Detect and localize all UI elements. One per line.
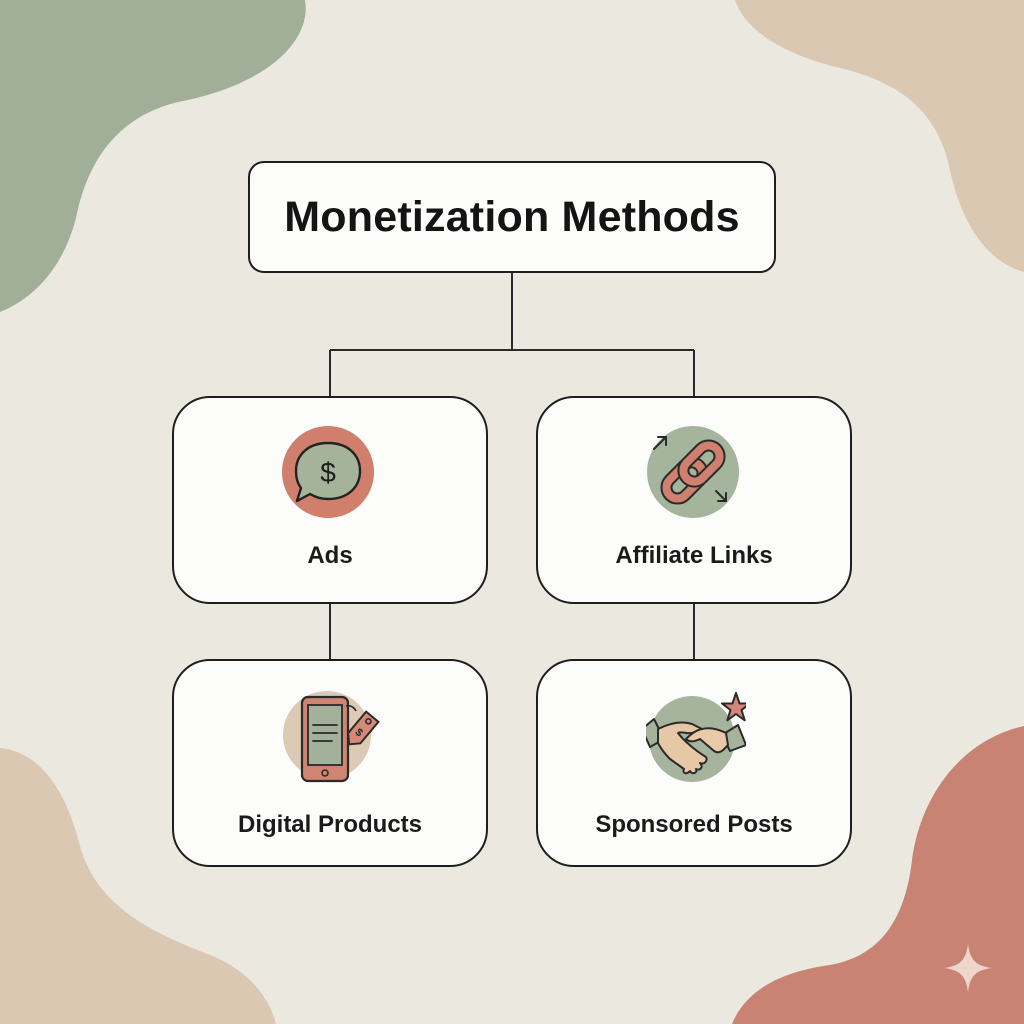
- sand-blob-top-right: [735, 0, 1024, 272]
- handshake-star-icon: [646, 692, 746, 782]
- terracotta-blob-bottom-right: [732, 726, 1024, 1024]
- method-label-sponsored-posts: Sponsored Posts: [595, 811, 793, 838]
- method-card-affiliate-links: Affiliate Links: [536, 396, 852, 604]
- sparkle-icon: [944, 944, 992, 992]
- sage-blob-top-left: [0, 0, 306, 312]
- svg-text:$: $: [320, 457, 336, 488]
- method-card-sponsored-posts: Sponsored Posts: [536, 659, 852, 867]
- method-label-affiliate-links: Affiliate Links: [615, 542, 773, 569]
- chain-link-icon: [647, 426, 739, 518]
- tablet-price-tag-icon: $: [283, 691, 380, 783]
- dollar-speech-bubble-icon: $: [282, 426, 374, 518]
- sand-blob-bottom-left: [0, 748, 276, 1024]
- diagram-title: Monetization Methods: [284, 192, 740, 241]
- method-card-ads: $ Ads: [172, 396, 488, 604]
- title-box: Monetization Methods: [248, 161, 776, 273]
- method-card-digital-products: $ Digital Products: [172, 659, 488, 867]
- method-label-ads: Ads: [307, 542, 353, 569]
- method-label-digital-products: Digital Products: [237, 811, 423, 838]
